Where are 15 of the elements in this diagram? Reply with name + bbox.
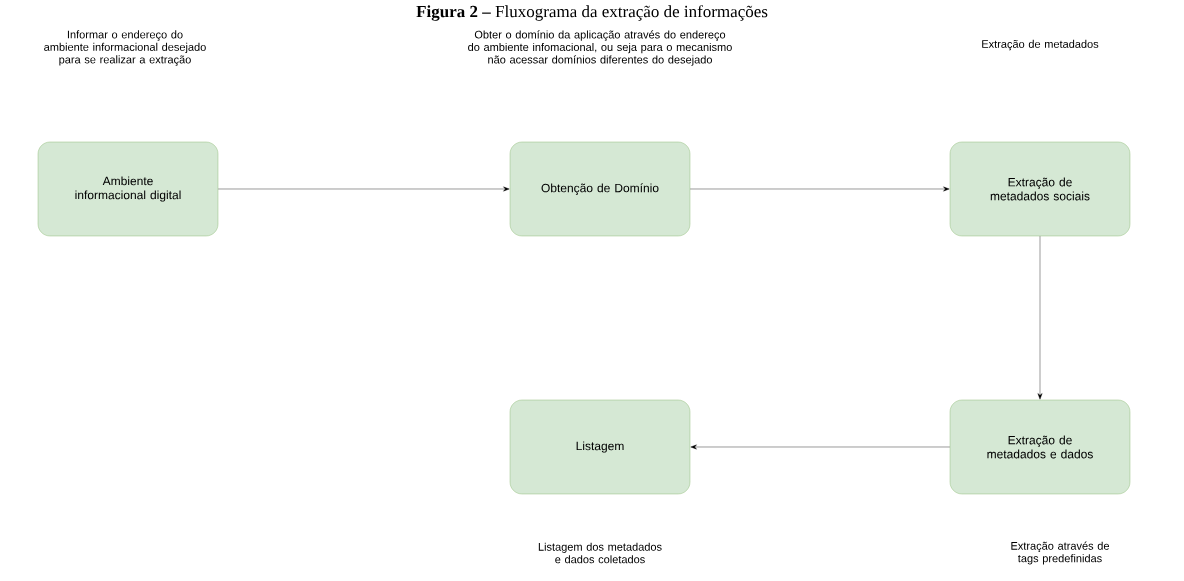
annotation: Obter o domínio da aplicação através do endereço do ambiente infomacional, ou seja para o mecanismo não acessar domínios diferentes do desejado <box>468 30 732 66</box>
process-box: Extração de metadados e dados <box>949 399 1131 495</box>
process-box: Ambiente informacional digital <box>37 141 219 237</box>
arrow <box>1037 236 1043 400</box>
process-box: Obtenção de Domínio <box>509 141 691 237</box>
annotation: Informar o endereço do ambiente informacional desejado para se realizar a extração <box>44 30 206 66</box>
process-box: Listagem <box>509 399 691 495</box>
annotation: Extração através de tags predefinidas <box>1011 541 1109 565</box>
title: Figura 2 – Fluxograma da extração de informações <box>416 5 768 21</box>
arrow <box>690 186 950 192</box>
arrow <box>690 444 950 450</box>
annotation: Extração de metadados <box>982 39 1099 51</box>
annotation: Listagem dos metadados e dados coletados <box>538 542 662 564</box>
arrow <box>218 186 510 192</box>
process-box: Extração de metadados sociais <box>949 141 1131 237</box>
